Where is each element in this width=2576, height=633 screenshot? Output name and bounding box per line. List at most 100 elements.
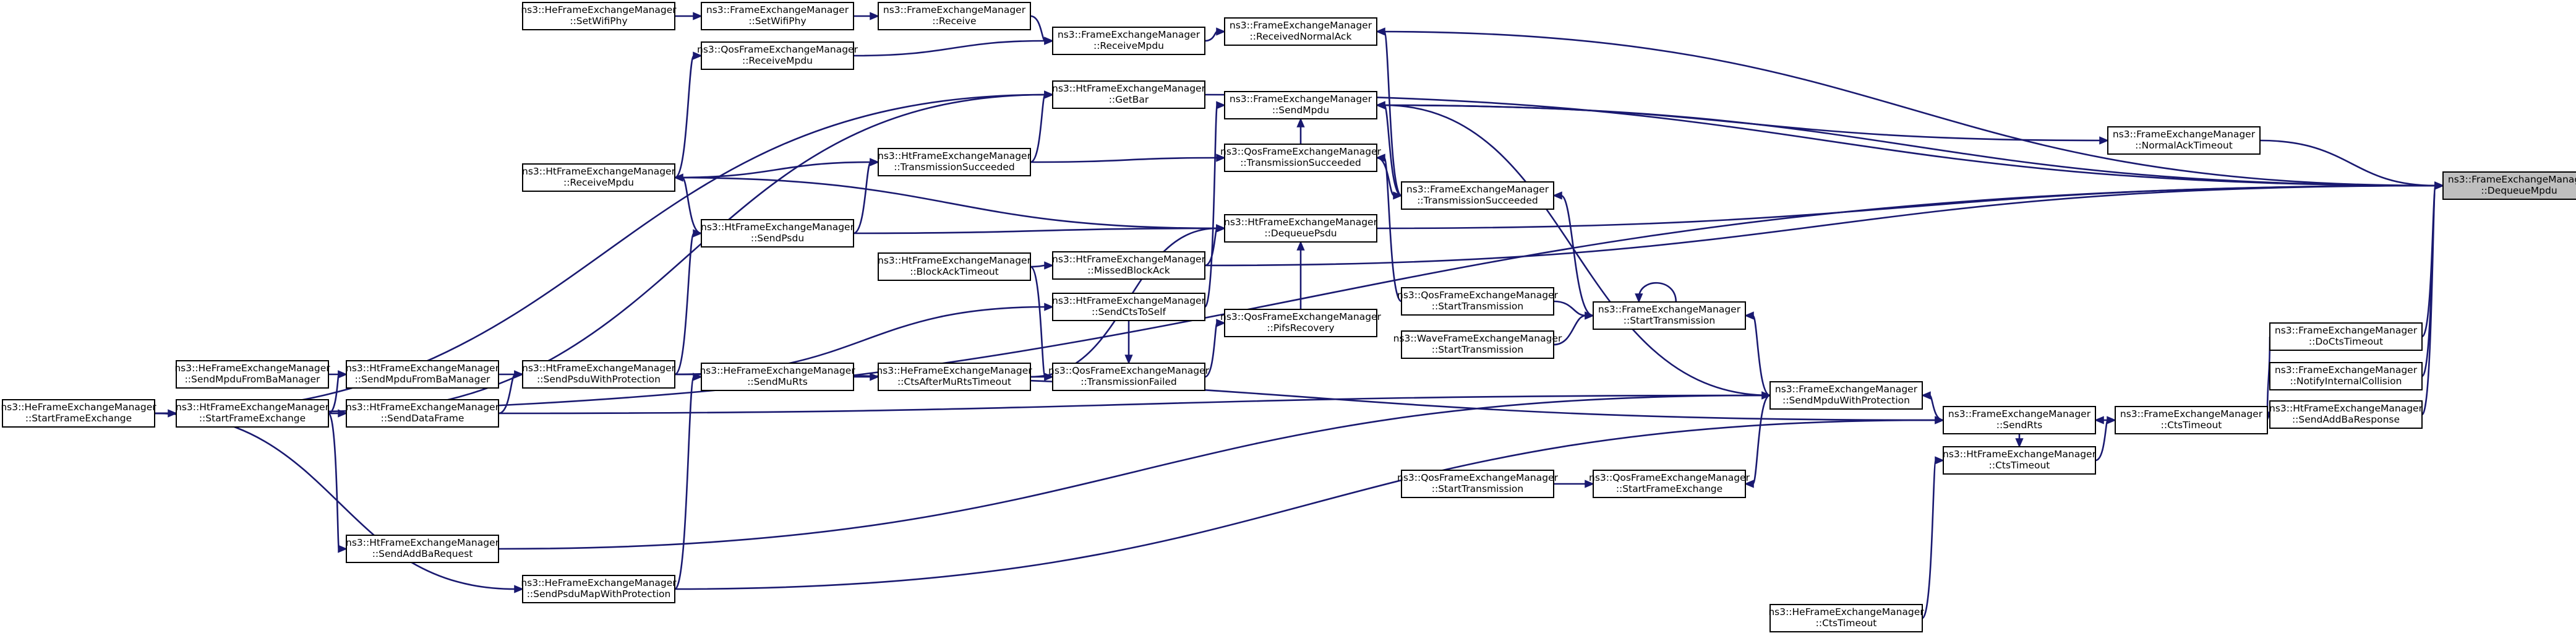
node-dcts[interactable]: ns3::FrameExchangeManager::DoCtsTimeout <box>2269 322 2423 351</box>
node-nic[interactable]: ns3::FrameExchangeManager::NotifyInterna… <box>2269 362 2423 390</box>
node-hrm[interactable]: ns3::HtFrameExchangeManager::ReceiveMpdu <box>522 163 676 192</box>
node-method-label: ::PifsRecovery <box>1267 322 1334 334</box>
edge-qrm-to-rmq <box>853 37 1054 57</box>
edge-line <box>2095 419 2109 462</box>
node-method-label: ::SendMpduFromBaManager <box>185 374 320 385</box>
node-sp[interactable]: ns3::HtFrameExchangeManager::SendPsdu <box>701 219 855 248</box>
edge-line <box>1030 93 1046 163</box>
edge-fst-to-fst <box>1635 282 1677 303</box>
arrowhead <box>514 370 524 379</box>
node-class-label: ns3::HtFrameExchangeManager <box>1943 449 2097 460</box>
node-sabq[interactable]: ns3::HtFrameExchangeManager::SendAddBaRe… <box>346 535 500 563</box>
node-box <box>1593 470 1746 498</box>
edge-hct-to-fct <box>2095 416 2116 462</box>
node-wst[interactable]: ns3::WaveFrameExchangeManager::StartTran… <box>1393 330 1562 359</box>
edge-line <box>327 412 340 550</box>
edge-sm-to-nat <box>1376 104 2109 145</box>
node-swp1[interactable]: ns3::HeFrameExchangeManager::SetWifiPhy <box>521 2 677 30</box>
node-method-label: ::TransmissionSucceeded <box>894 161 1015 173</box>
node-dp[interactable]: ns3::HtFrameExchangeManager::DequeuePsdu <box>1224 214 1378 243</box>
node-sabr[interactable]: ns3::HtFrameExchangeManager::SendAddBaRe… <box>2269 400 2423 429</box>
node-qsfe[interactable]: ns3::QosFrameExchangeManager::StartFrame… <box>1589 470 1750 498</box>
edge-line <box>1204 184 2436 267</box>
node-method-label: ::CtsTimeout <box>2161 420 2222 431</box>
node-pfr[interactable]: ns3::QosFrameExchangeManager::PifsRecove… <box>1220 309 1382 337</box>
node-box <box>878 2 1031 30</box>
edge-line <box>674 373 1936 421</box>
node-swp2[interactable]: ns3::FrameExchangeManager::SetWifiPhy <box>701 2 854 30</box>
node-box <box>346 535 499 563</box>
edge-sabq-to-smwp <box>498 391 1771 550</box>
edge-line <box>2259 139 2436 187</box>
node-qtf[interactable]: ns3::QosFrameExchangeManager::Transmissi… <box>1048 363 1210 391</box>
node-fr[interactable]: ns3::FrameExchangeManager::Receive <box>878 2 1031 30</box>
node-hts[interactable]: ns3::HtFrameExchangeManager::Transmissio… <box>878 148 1032 176</box>
node-nat[interactable]: ns3::FrameExchangeManager::NormalAckTime… <box>2107 126 2261 155</box>
node-rna[interactable]: ns3::FrameExchangeManager::ReceivedNorma… <box>1224 17 1377 46</box>
node-method-label: ::SendPsduMapWithProtection <box>527 588 671 600</box>
edge-scts-to-qtf <box>1124 321 1133 364</box>
node-hect[interactable]: ns3::HeFrameExchangeManager::CtsTimeout <box>1768 604 1924 632</box>
node-class-label: ns3::HeFrameExchangeManager <box>700 365 855 376</box>
node-gb[interactable]: ns3::HtFrameExchangeManager::GetBar <box>1052 80 1206 109</box>
node-class-label: ns3::QosFrameExchangeManager <box>1397 290 1559 301</box>
node-class-label: ns3::HeFrameExchangeManager <box>521 4 677 15</box>
node-hct[interactable]: ns3::HtFrameExchangeManager::CtsTimeout <box>1943 446 2097 475</box>
node-sr[interactable]: ns3::FrameExchangeManager::SendRts <box>1943 406 2096 434</box>
node-qst2[interactable]: ns3::QosFrameExchangeManager::StartTrans… <box>1397 470 1559 498</box>
node-qrm[interactable]: ns3::QosFrameExchangeManager::ReceiveMpd… <box>697 41 858 70</box>
node-smr[interactable]: ns3::HeFrameExchangeManager::SendMuRts <box>700 363 855 391</box>
node-spwp[interactable]: ns3::HtFrameExchangeManager::SendPsduWit… <box>522 360 676 389</box>
edge-hsfe-to-sabq <box>327 412 348 553</box>
node-box <box>1052 27 1205 55</box>
node-method-label: ::SetWifiPhy <box>748 15 806 27</box>
node-box <box>2107 126 2261 155</box>
node-class-label: ns3::FrameExchangeManager <box>2120 408 2263 420</box>
node-camrt[interactable]: ns3::HeFrameExchangeManager::CtsAfterMuR… <box>876 363 1032 391</box>
node-bat[interactable]: ns3::HtFrameExchangeManager::BlockAckTim… <box>878 252 1032 281</box>
node-sdf[interactable]: ns3::HtFrameExchangeManager::SendDataFra… <box>346 399 500 428</box>
arrowhead <box>2015 438 2024 448</box>
node-class-label: ns3::HtFrameExchangeManager <box>1052 254 1206 265</box>
node-box <box>1052 251 1205 280</box>
edge-line <box>1030 157 1218 163</box>
node-class-label: ns3::QosFrameExchangeManager <box>1220 311 1382 322</box>
node-hesfe[interactable]: ns3::HeFrameExchangeManager::StartFrameE… <box>1 399 156 428</box>
arrowhead <box>1216 319 1226 327</box>
node-fst[interactable]: ns3::FrameExchangeManager::StartTransmis… <box>1593 301 1746 330</box>
edge-sp-to-hts <box>853 158 879 235</box>
node-fts[interactable]: ns3::FrameExchangeManager::TransmissionS… <box>1401 181 1554 210</box>
node-fct[interactable]: ns3::FrameExchangeManager::CtsTimeout <box>2115 406 2268 434</box>
arrowhead <box>1296 241 1305 251</box>
node-hsfe[interactable]: ns3::HtFrameExchangeManager::StartFrameE… <box>176 399 330 428</box>
edge-line <box>853 40 1046 57</box>
node-smfb2[interactable]: ns3::HeFrameExchangeManager::SendMpduFro… <box>174 360 330 389</box>
edge-swp1-to-swp2 <box>675 12 703 20</box>
node-scts[interactable]: ns3::HtFrameExchangeManager::SendCtsToSe… <box>1052 293 1206 321</box>
edge-line <box>1030 15 1046 42</box>
node-rmq[interactable]: ns3::FrameExchangeManager::ReceiveMpdu <box>1052 27 1205 55</box>
edge-scts-to-sm <box>1204 101 1226 308</box>
node-box <box>1943 446 2096 475</box>
node-box <box>1593 301 1746 330</box>
node-class-label: ns3::FrameExchangeManager <box>2113 129 2256 140</box>
node-root[interactable]: ns3::FrameExchangeManager::DequeueMpdu <box>2442 171 2576 200</box>
node-box <box>2269 322 2423 351</box>
node-sm[interactable]: ns3::FrameExchangeManager::SendMpdu <box>1224 91 1377 119</box>
node-spmwp[interactable]: ns3::HeFrameExchangeManager::SendPsduMap… <box>521 575 677 603</box>
node-qts[interactable]: ns3::QosFrameExchangeManager::Transmissi… <box>1220 144 1382 172</box>
node-qst[interactable]: ns3::QosFrameExchangeManager::StartTrans… <box>1397 287 1559 316</box>
node-method-label: ::StartTransmission <box>1432 483 1523 494</box>
edge-line <box>674 376 695 590</box>
edge-nat-to-root <box>2259 139 2444 190</box>
node-class-label: ns3::FrameExchangeManager <box>2448 174 2576 185</box>
node-smwp[interactable]: ns3::FrameExchangeManager::SendMpduWithP… <box>1769 381 1923 410</box>
node-mba[interactable]: ns3::HtFrameExchangeManager::MissedBlock… <box>1052 251 1206 280</box>
edge-hesfe-to-spmwp <box>154 412 524 593</box>
node-smfb[interactable]: ns3::HtFrameExchangeManager::SendMpduFro… <box>346 360 500 389</box>
node-method-label: ::StartFrameExchange <box>25 413 132 424</box>
edge-line <box>1921 459 1937 619</box>
edge-line <box>1553 300 1586 317</box>
node-class-label: ns3::FrameExchangeManager <box>1230 93 1372 105</box>
arrowhead <box>1044 303 1054 311</box>
